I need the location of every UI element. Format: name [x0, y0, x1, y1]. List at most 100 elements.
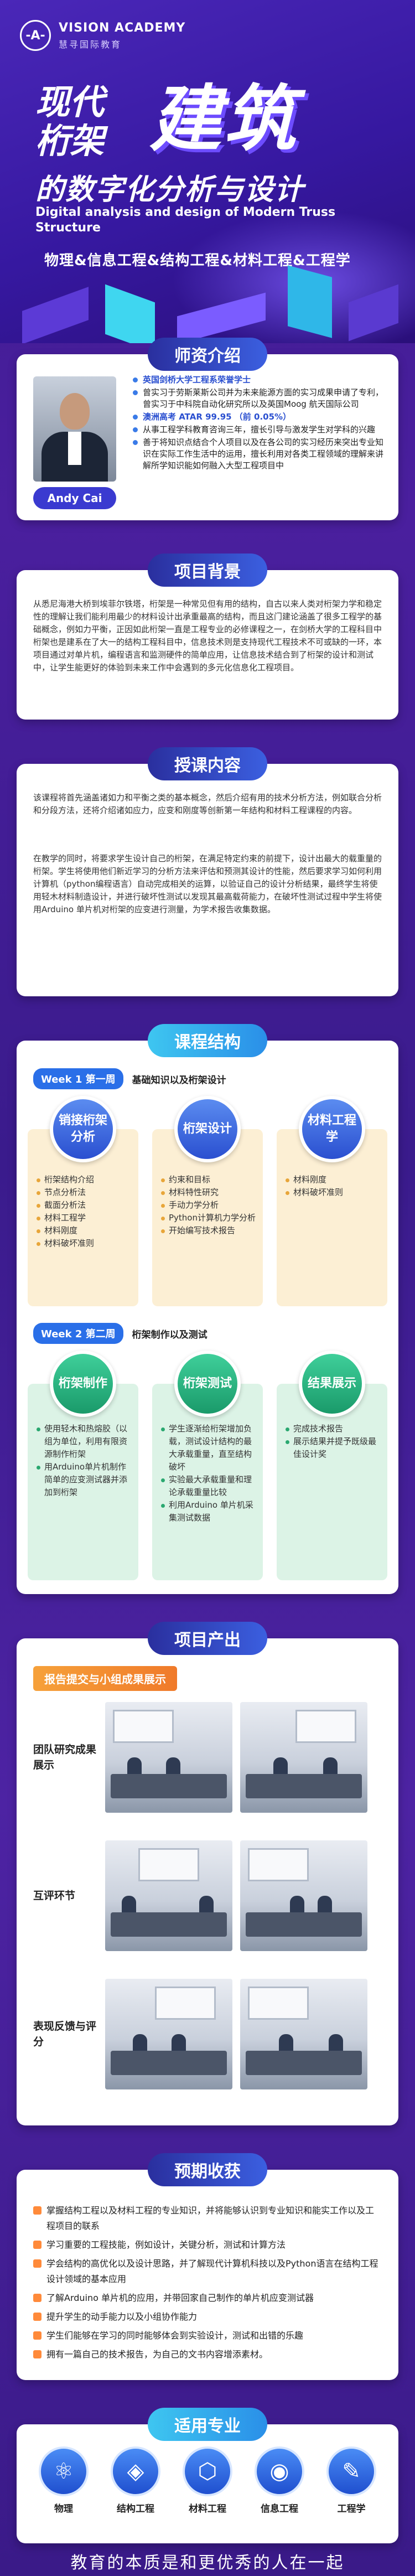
week-1-header: Week 1 第一周 基础知识以及桁架设计 — [33, 1068, 226, 1089]
column-list: 完成技术报告 展示结果并提予既级最佳设计奖 — [286, 1423, 383, 1461]
content-card: 授课内容 该课程将首先涵盖诸如力和平衡之类的基本概念，然后介绍有用的技术分析方法… — [17, 747, 398, 996]
column-bubble: 桁架制作 — [50, 1351, 116, 1417]
bio-item: 曾实习于劳斯莱斯公司并为未来能源方面的实习成果申请了专利，曾实习于中科院自动化研… — [133, 387, 385, 410]
classroom-photo — [240, 1840, 367, 1951]
major-item[interactable]: ⚛ 物理 — [33, 2446, 94, 2515]
hero-subtitle: 物理&信息工程&结构工程&材料工程&工程学 — [44, 252, 351, 269]
major-label: 工程学 — [337, 2503, 366, 2515]
column-item: 材料破坏准则 — [286, 1186, 383, 1199]
course-column: 桁架测试 学生逐渐给桁架增加负载，测试设计结构的最大承载重量，直至结构破坏 实验… — [152, 1351, 263, 1580]
column-item: 约束和目标 — [161, 1173, 258, 1186]
iso-block-decoration — [22, 287, 89, 343]
column-bubble: 材料工程学 — [299, 1096, 365, 1162]
course-column: 材料工程学 材料刚度 材料破坏准则 — [277, 1096, 387, 1306]
content-heading: 授课内容 — [148, 747, 267, 780]
photo-head — [60, 393, 90, 430]
column-bubble: 桁架设计 — [174, 1096, 241, 1162]
layers-icon: ◈ — [111, 2446, 160, 2496]
brand-name-cn: 慧寻国际教育 — [59, 39, 122, 50]
week-1-label: Week 1 第一周 — [33, 1068, 123, 1089]
bio-item: 善于将知识点结合个人项目以及在各公司的实习经历来突出专业知识在实际工作生活中的运… — [133, 437, 385, 472]
output-card: 项目产出 报告提交与小组成果展示 团队研究成果展示 互评环节 表现反馈与评分 — [17, 1622, 398, 2125]
bio-item: 澳洲高考 ATAR 99.95 （前 0.05%） — [133, 411, 385, 423]
column-item: 实验最大承载重量和理论承载重量比较 — [161, 1473, 258, 1499]
gain-item: 学生们能够在学习的同时能够体会到实验设计，测试和出错的乐趣 — [33, 2328, 382, 2344]
background-heading: 项目背景 — [148, 554, 267, 587]
column-item: 材料刚度 — [37, 1224, 134, 1237]
major-item[interactable]: ⬡ 材料工程 — [177, 2446, 238, 2515]
output-row: 互评环节 — [33, 1838, 382, 1954]
column-item: 材料特性研究 — [161, 1186, 258, 1199]
iso-block-decoration — [105, 284, 155, 343]
major-label: 物理 — [54, 2503, 73, 2515]
gain-card: 预期收获 掌握结构工程以及材料工程的专业知识，并将能够认识到专业知识和能实工作以… — [17, 2153, 398, 2380]
teacher-name-badge: Andy Cai — [33, 487, 116, 509]
course-card: 课程结构 Week 1 第一周 基础知识以及桁架设计 销接桁架分析 桁架结构介绍… — [17, 1024, 398, 1594]
major-item[interactable]: ◈ 结构工程 — [105, 2446, 166, 2515]
major-heading: 适用专业 — [148, 2408, 267, 2441]
week-2-header: Week 2 第二周 桁架制作以及测试 — [33, 1323, 208, 1344]
column-item: 利用Arduino 单片机采集测试数据 — [161, 1499, 258, 1524]
output-banner: 报告提交与小组成果展示 — [33, 1666, 177, 1691]
hero-title-big: 建筑 — [149, 77, 298, 161]
course-column: 结果展示 完成技术报告 展示结果并提予既级最佳设计奖 — [277, 1351, 387, 1580]
bio-item: 英国剑桥大学工程系荣誉学士 — [133, 374, 385, 386]
week-2-title: 桁架制作以及测试 — [132, 1329, 208, 1341]
column-bubble: 销接桁架分析 — [50, 1096, 116, 1162]
course-column: 桁架制作 使用轻木和热熔胶（以组为单位，利用有限资源制作桁架 用Arduino单… — [28, 1351, 138, 1580]
teacher-bio-list: 英国剑桥大学工程系荣誉学士 曾实习于劳斯莱斯公司并为未来能源方面的实习成果申请了… — [133, 374, 385, 473]
tools-icon: ✎ — [326, 2446, 376, 2496]
output-row: 团队研究成果展示 — [33, 1699, 382, 1815]
column-bubble: 桁架测试 — [174, 1351, 241, 1417]
teacher-card: 师资介绍 Andy Cai 英国剑桥大学工程系荣誉学士 曾实习于劳斯莱斯公司并为… — [17, 338, 398, 520]
column-item: 材料破坏准则 — [37, 1237, 134, 1250]
column-item: 节点分析法 — [37, 1186, 134, 1199]
column-list: 约束和目标 材料特性研究 手动力学分析 Python计算机力学分析 开始编写技术… — [161, 1173, 258, 1237]
course-heading: 课程结构 — [148, 1024, 267, 1057]
column-item: 使用轻木和热熔胶（以组为单位，利用有限资源制作桁架 — [37, 1423, 134, 1461]
classroom-photo — [105, 1979, 232, 2089]
iso-block-decoration — [288, 265, 332, 338]
column-item: 手动力学分析 — [161, 1199, 258, 1212]
column-item: 用Arduino单片机制作简单的应变测试器并添加到桁架 — [37, 1461, 134, 1499]
major-item[interactable]: ◉ 信息工程 — [249, 2446, 310, 2515]
content-paragraph-2: 在教学的同时，将要求学生设计自己的桁架，在满足特定约束的前提下，设计出最大的载重… — [33, 854, 382, 914]
major-label: 材料工程 — [189, 2503, 226, 2515]
output-row-label: 团队研究成果展示 — [33, 1744, 97, 1771]
gain-item: 学会结构的高优化以及设计思路，并了解现代计算机科技以及Python语言在结构工程… — [33, 2256, 382, 2287]
hero-title-small: 现代 桁架 — [35, 83, 104, 161]
column-bubble: 结果展示 — [299, 1351, 365, 1417]
bio-item: 从事工程学科教育咨询三年，擅长引导与激发学生对学科的兴趣 — [133, 424, 385, 436]
output-row: 表现反馈与评分 — [33, 1976, 382, 2092]
classroom-photo — [105, 1702, 232, 1813]
hero-title-line2: 的数字化分析与设计 — [35, 173, 305, 206]
hero-banner: -A- VISION ACADEMY 慧寻国际教育 现代 桁架 建筑 的数字化分… — [0, 0, 415, 343]
footer-slogan: 教育的本质是和更优秀的人在一起 — [70, 2553, 345, 2573]
major-item[interactable]: ✎ 工程学 — [321, 2446, 382, 2515]
column-item: 学生逐渐给桁架增加负载，测试设计结构的最大承载重量，直至结构破坏 — [161, 1423, 258, 1473]
output-row-label: 互评环节 — [33, 1890, 76, 1902]
atom-icon: ⚛ — [39, 2446, 89, 2496]
hexagon-icon: ⬡ — [183, 2446, 232, 2496]
output-row-label: 表现反馈与评分 — [33, 2020, 97, 2048]
gain-item: 提升学生的动手能力以及小组协作能力 — [33, 2309, 382, 2325]
logo-mark-icon: -A- — [20, 20, 51, 51]
column-item: Python计算机力学分析 — [161, 1212, 258, 1224]
column-item: 开始编写技术报告 — [161, 1224, 258, 1237]
column-item: 截面分析法 — [37, 1199, 134, 1212]
column-item: 桁架结构介绍 — [37, 1173, 134, 1186]
content-paragraph-1: 该课程将首先涵盖诸如力和平衡之类的基本概念，然后介绍有用的技术分析方法，例如联合… — [33, 793, 382, 815]
major-card: 适用专业 ⚛ 物理 ◈ 结构工程 ⬡ 材料工程 ◉ 信息工程 ✎ 工程学 — [17, 2408, 398, 2543]
hero-title-en: Digital analysis and design of Modern Tr… — [35, 205, 336, 235]
gain-item: 拥有一篇自己的技术报告，为自己的文书内容增添素材。 — [33, 2347, 382, 2362]
brand-logo[interactable]: -A- VISION ACADEMY 慧寻国际教育 — [20, 20, 185, 51]
column-item: 展示结果并提予既级最佳设计奖 — [286, 1435, 383, 1461]
signal-icon: ◉ — [255, 2446, 304, 2496]
column-list: 使用轻木和热熔胶（以组为单位，利用有限资源制作桁架 用Arduino单片机制作简… — [37, 1423, 134, 1499]
gain-list: 掌握结构工程以及材料工程的专业知识，并将能够认识到专业知识和能实工作以及工程项目… — [33, 2203, 382, 2366]
column-item: 完成技术报告 — [286, 1423, 383, 1435]
background-card: 项目背景 从悉尼海港大桥到埃菲尔铁塔，桁架是一种常见但有用的结构，自古以来人类对… — [17, 554, 398, 720]
column-item: 材料工程学 — [37, 1212, 134, 1224]
major-label: 结构工程 — [117, 2503, 154, 2515]
brand-name-en: VISION ACADEMY — [59, 20, 186, 35]
